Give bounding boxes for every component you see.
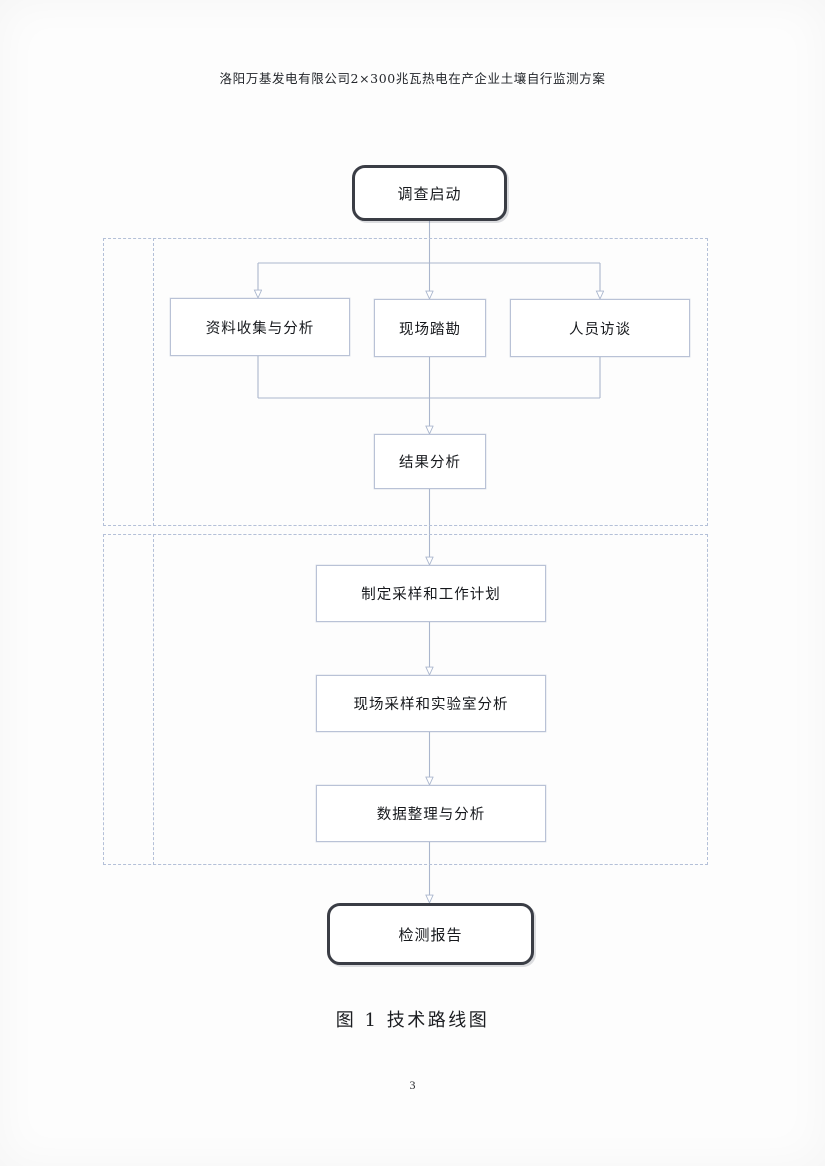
node-sampling-work-plan[interactable]: 制定采样和工作计划	[316, 565, 546, 622]
document-header-title: 洛阳万基发电有限公司2×300兆瓦热电在产企业土壤自行监测方案	[219, 71, 606, 86]
node-result-analysis[interactable]: 结果分析	[374, 434, 486, 489]
group-phase-2-inner	[153, 534, 708, 865]
figure-caption: 图 1 技术路线图	[335, 1010, 490, 1031]
node-investigation-start[interactable]: 调查启动	[352, 165, 507, 221]
group-phase-1-inner	[153, 238, 708, 526]
node-data-collection-analysis[interactable]: 资料收集与分析	[170, 298, 350, 356]
node-site-survey[interactable]: 现场踏勘	[374, 299, 486, 357]
node-personnel-interview[interactable]: 人员访谈	[510, 299, 690, 357]
flowchart-figure: 调查启动 资料收集与分析 现场踏勘 人员访谈 结果分析 制定采样和工作计划 现场…	[103, 165, 708, 965]
node-test-report[interactable]: 检测报告	[327, 903, 534, 965]
node-data-processing-analysis[interactable]: 数据整理与分析	[316, 785, 546, 842]
node-field-sampling-lab-analysis[interactable]: 现场采样和实验室分析	[316, 675, 546, 732]
page-number: 3	[409, 1078, 416, 1092]
